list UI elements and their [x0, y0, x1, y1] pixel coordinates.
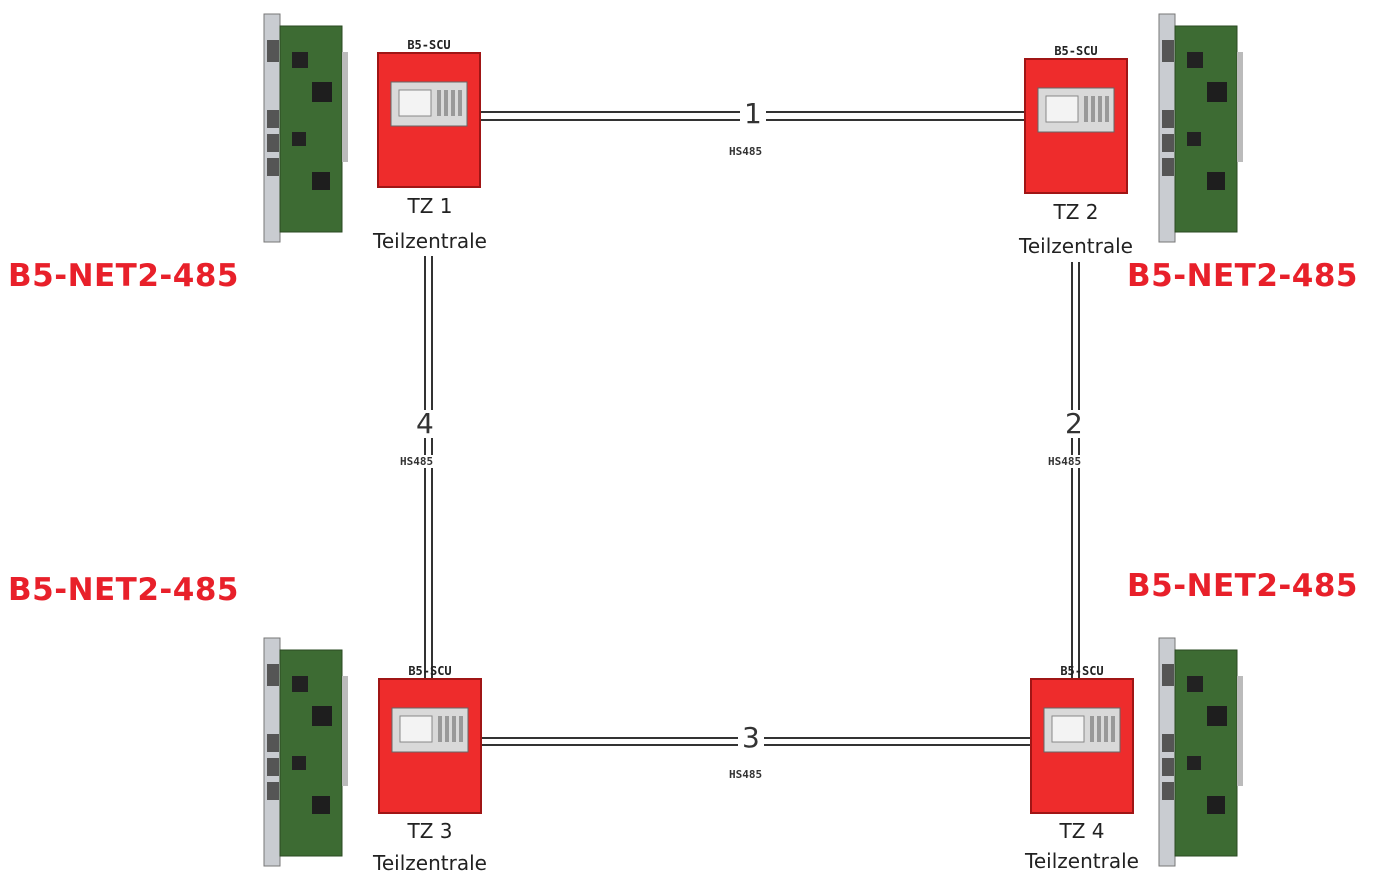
link-3-protocol: HS485 [727, 768, 765, 781]
control-panel-tz4: B5-SCU [1030, 664, 1134, 828]
network-card-image-tz2 [1158, 13, 1243, 243]
link-3-number: 3 [738, 724, 764, 752]
network-card-image-tz4 [1158, 637, 1243, 867]
panel-model-tz3: B5-SCU [408, 664, 452, 678]
network-card-image-tz3 [263, 637, 348, 867]
link-1-number: 1 [740, 100, 766, 128]
control-panel-tz2: B5-SCU [1024, 44, 1128, 208]
node-name-tz3: TZ 3 [407, 819, 453, 843]
network-card-image-tz1 [263, 13, 348, 243]
node-type-tz3: Teilzentrale [373, 851, 487, 875]
node-type-tz1: Teilzentrale [373, 229, 487, 253]
module-label-tz2: B5-NET2-485 [1127, 258, 1358, 294]
control-panel-tz1: B5-SCU [377, 38, 481, 202]
panel-image-tz3 [378, 678, 482, 814]
panel-model-tz4: B5-SCU [1060, 664, 1104, 678]
node-name-tz1: TZ 1 [407, 194, 453, 218]
panel-image-tz2 [1024, 58, 1128, 194]
panel-model-tz1: B5-SCU [407, 38, 451, 52]
panel-image-tz4 [1030, 678, 1134, 814]
module-label-tz1: B5-NET2-485 [8, 258, 239, 294]
node-type-tz2: Teilzentrale [1019, 234, 1133, 258]
panel-image-tz1 [377, 52, 481, 188]
node-name-tz4: TZ 4 [1059, 819, 1105, 843]
link-4-protocol: HS485 [398, 455, 436, 468]
module-label-tz3: B5-NET2-485 [8, 572, 239, 608]
link-1-protocol: HS485 [727, 145, 765, 158]
node-type-tz4: Teilzentrale [1025, 849, 1139, 873]
link-4-number: 4 [412, 410, 438, 438]
control-panel-tz3: B5-SCU [378, 664, 482, 828]
link-2-number: 2 [1061, 410, 1087, 438]
node-name-tz2: TZ 2 [1053, 200, 1099, 224]
module-label-tz4: B5-NET2-485 [1127, 568, 1358, 604]
panel-model-tz2: B5-SCU [1054, 44, 1098, 58]
link-2-protocol: HS485 [1046, 455, 1084, 468]
